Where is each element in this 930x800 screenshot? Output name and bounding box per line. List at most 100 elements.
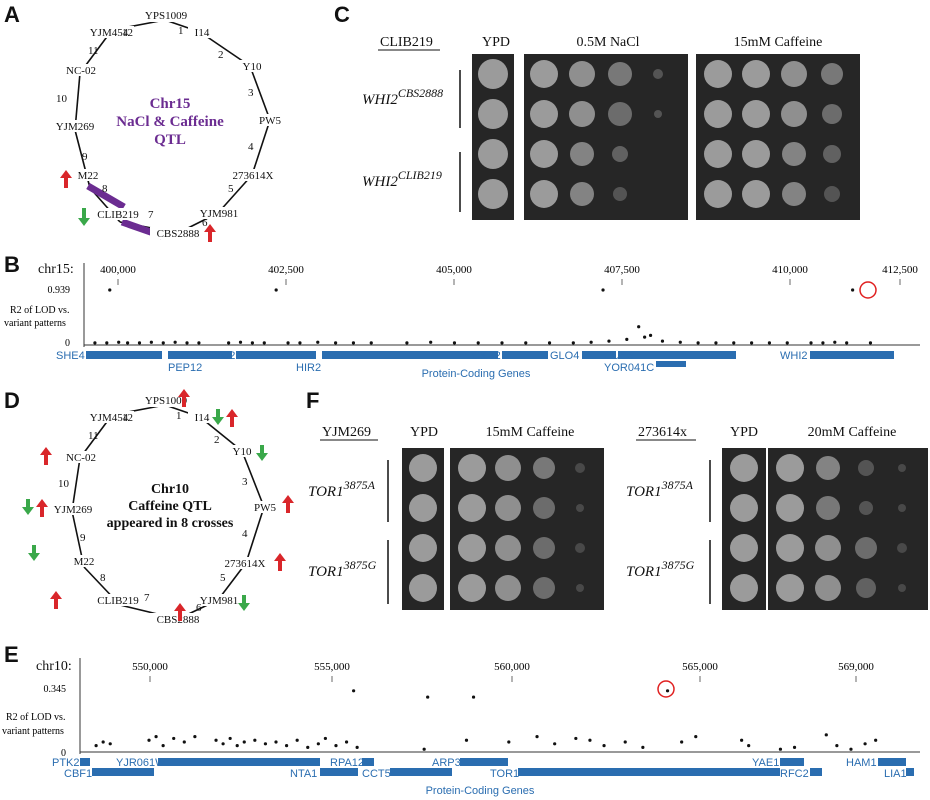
xtick-b-2: 405,000 xyxy=(436,264,472,276)
panel-letter-c: C xyxy=(334,2,350,27)
data-point xyxy=(228,736,232,741)
gene-e-1: CBF1 xyxy=(64,768,92,780)
strain-a-10: NC-02 xyxy=(66,65,96,77)
data-point xyxy=(601,288,605,292)
data-point xyxy=(93,341,97,345)
data-point xyxy=(476,341,480,345)
strain-d-7: CLIB219 xyxy=(97,595,139,607)
panel-c-strain: CLIB219 xyxy=(380,35,433,50)
green-arrow-icon xyxy=(22,499,34,515)
red-arrow-icon xyxy=(282,495,294,513)
panel-c-cond-nacl: 0.5M NaCl xyxy=(577,35,640,50)
panel-b-genes: SHE4 PEP12 CYC2 HIR2 CKB2 GLO4 CUE5 YOR0… xyxy=(56,350,894,380)
data-point xyxy=(571,341,575,345)
strain-a-3: PW5 xyxy=(259,115,282,127)
data-point xyxy=(306,745,310,750)
panel-letter-b: B xyxy=(4,252,20,277)
data-point xyxy=(849,747,853,751)
panel-e-chrom: chr10: xyxy=(36,659,72,674)
panel-f-right-allele-2: TOR13875G xyxy=(626,558,695,580)
data-point xyxy=(833,340,837,344)
data-point xyxy=(161,341,165,345)
data-point xyxy=(105,341,109,345)
red-arrow-icon xyxy=(50,591,62,609)
gene-b-8: WHI2 xyxy=(780,350,808,362)
data-point xyxy=(732,341,736,345)
data-point xyxy=(792,745,797,750)
gene-e-4: RPA12 xyxy=(330,757,364,769)
panel-a-title-1: Chr15 xyxy=(150,96,191,112)
strain-a-0: YPS1009 xyxy=(145,10,188,22)
green-arrow-icon xyxy=(78,208,90,226)
panel-letter-e: E xyxy=(4,642,19,667)
panel-e-chart: chr10: 550,000 555,000 560,000 565,000 5… xyxy=(2,658,920,797)
data-point xyxy=(173,340,177,344)
data-point xyxy=(535,735,539,739)
strain-d-8: M22 xyxy=(74,556,95,568)
edge-d-6: 6 xyxy=(196,602,202,614)
edge-a-12: 12 xyxy=(122,27,133,39)
panel-f-plates: YJM269 YPD 15mM Caffeine 273614x YPD 20m… xyxy=(308,425,928,610)
data-point xyxy=(227,341,231,345)
panel-letter-f: F xyxy=(306,388,320,413)
spots-c xyxy=(478,59,843,209)
xtick-e-4: 569,000 xyxy=(838,661,874,673)
panel-b-ytick-top: 0.939 xyxy=(48,285,71,296)
gene-e-0: PTK2 xyxy=(52,757,80,769)
panel-d-circle: YPS1009 I14 Y10 PW5 273614X YJM981 CBS28… xyxy=(22,389,294,626)
panel-e-genes: PTK2 CBF1 YJR061W NTA1 RPA12 CCT5 ARP3 T… xyxy=(52,757,914,797)
data-point xyxy=(863,742,867,746)
edge-d-8: 8 xyxy=(100,572,106,584)
data-point xyxy=(94,744,98,748)
data-point xyxy=(851,288,855,292)
green-arrow-icon xyxy=(256,445,268,461)
data-point xyxy=(298,341,302,345)
panel-a-title-2: NaCl & Caffeine xyxy=(116,114,224,130)
data-point xyxy=(161,744,165,748)
panel-f-left-strain: YJM269 xyxy=(322,425,371,440)
panel-b-xticks: 400,000 402,500 405,000 407,500 410,000 … xyxy=(100,264,918,276)
data-point xyxy=(464,738,469,742)
panel-b-ylabel-1: R2 of LOD vs. xyxy=(10,305,69,316)
data-point xyxy=(108,288,112,292)
data-point xyxy=(214,738,218,742)
data-point xyxy=(108,742,112,746)
edge-a-8: 8 xyxy=(102,183,108,195)
data-point xyxy=(149,340,153,344)
data-point xyxy=(137,341,142,345)
data-point xyxy=(172,736,176,741)
data-point xyxy=(238,340,243,344)
data-point xyxy=(426,695,430,699)
panel-e-points xyxy=(94,689,878,751)
data-point xyxy=(660,339,665,343)
data-point xyxy=(740,738,744,742)
red-arrow-icon xyxy=(226,409,238,427)
green-arrow-icon xyxy=(212,409,224,425)
panel-c-allele-2: WHI2CLIB219 xyxy=(362,168,442,190)
gene-e-6: ARP3 xyxy=(432,757,461,769)
purple-bar-1 xyxy=(86,182,126,211)
edge-a-5: 5 xyxy=(228,183,234,195)
data-point xyxy=(334,744,338,748)
edge-a-11: 11 xyxy=(88,45,99,57)
strain-d-10: NC-02 xyxy=(66,452,96,464)
panel-f-right-caff: 20mM Caffeine xyxy=(808,425,897,440)
data-point xyxy=(589,340,593,344)
xtick-e-2: 560,000 xyxy=(494,661,530,673)
panel-d-title-1: Chr10 xyxy=(151,482,189,497)
panel-b-highlight-circle xyxy=(859,281,877,299)
edge-d-2: 2 xyxy=(214,434,220,446)
green-arrow-icon xyxy=(28,545,40,561)
spots-f xyxy=(409,454,907,602)
strain-a-2: Y10 xyxy=(243,61,262,73)
edge-a-2: 2 xyxy=(218,49,224,61)
gene-b-3: HIR2 xyxy=(296,362,321,374)
data-point xyxy=(824,733,828,737)
data-point xyxy=(126,341,130,345)
gene-e-3: NTA1 xyxy=(290,768,317,780)
red-arrow-icon xyxy=(178,389,190,407)
gene-e-9: RFC2 xyxy=(780,768,809,780)
data-point xyxy=(602,744,606,748)
data-point xyxy=(221,742,225,746)
strain-d-1: I14 xyxy=(195,412,210,424)
